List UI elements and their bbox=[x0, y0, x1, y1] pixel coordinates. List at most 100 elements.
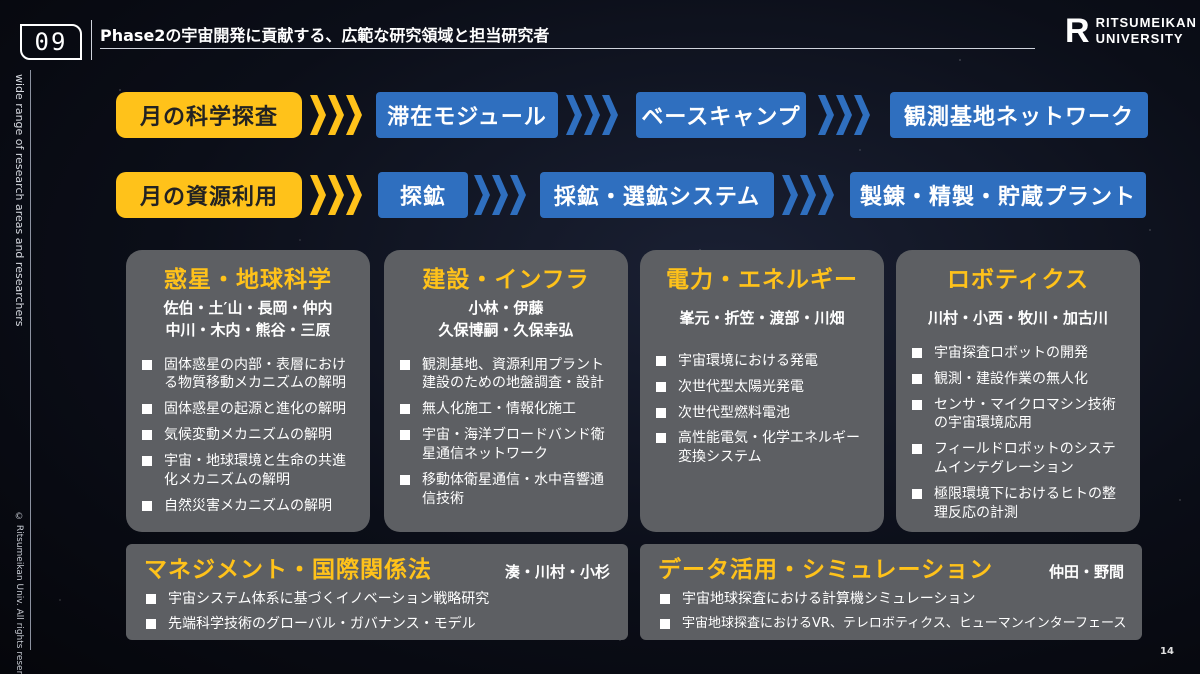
list-item: センサ・マイクロマシン技術の宇宙環境応用 bbox=[910, 396, 1126, 434]
header-rule bbox=[100, 48, 1035, 49]
square-bullet-icon bbox=[146, 594, 156, 604]
list-item: 宇宙システム体系に基づくイノベーション戦略研究 bbox=[144, 590, 610, 609]
card-construction-infrastructure: 建設・インフラ 小林・伊藤 久保博嗣・久保幸弘 観測基地、資源利用プラント建設の… bbox=[384, 250, 628, 532]
square-bullet-icon bbox=[400, 404, 410, 415]
researchers-line: 小林・伊藤 bbox=[468, 299, 544, 317]
researchers-line: 川村・小西・牧川・加古川 bbox=[927, 309, 1108, 327]
researchers-line: 峯元・折笠・渡部・川畑 bbox=[679, 309, 845, 327]
logo-wordmark: RITSUMEIKAN UNIVERSITY bbox=[1096, 15, 1197, 46]
list-item: 宇宙・海洋ブロードバンド衛星通信ネットワーク bbox=[398, 426, 614, 464]
card-planetary-science: 惑星・地球科学 佐伯・土′山・長岡・仲内 中川・木内・熊谷・三原 固体惑星の内部… bbox=[126, 250, 370, 532]
square-bullet-icon bbox=[912, 347, 922, 358]
square-bullet-icon bbox=[142, 500, 152, 511]
sidebar-caption: wide range of research areas and researc… bbox=[13, 74, 26, 327]
list-item: 観測・建設作業の無人化 bbox=[910, 370, 1126, 389]
flow-1-start: 月の科学探査 bbox=[116, 92, 302, 138]
flow-1-step-2: ベースキャンプ bbox=[636, 92, 806, 138]
list-item: 高性能電気・化学エネルギー変換システム bbox=[654, 429, 870, 467]
card-management-law: マネジメント・国際関係法 湊・川村・小杉 宇宙システム体系に基づくイノベーション… bbox=[126, 544, 628, 640]
card-title: 電力・エネルギー bbox=[666, 267, 858, 293]
square-bullet-icon bbox=[912, 444, 922, 455]
square-bullet-icon bbox=[656, 433, 666, 444]
flow-2-step-3: 製錬・精製・貯蔵プラント bbox=[850, 172, 1146, 218]
logo-line-2: UNIVERSITY bbox=[1095, 31, 1184, 46]
research-topic-list: 宇宙探査ロボットの開発 観測・建設作業の無人化 センサ・マイクロマシン技術の宇宙… bbox=[910, 344, 1126, 523]
logo-mark: R bbox=[1065, 12, 1090, 50]
card-researchers: 川村・小西・牧川・加古川 bbox=[910, 308, 1126, 330]
list-item: 自然災害メカニズムの解明 bbox=[140, 497, 356, 516]
square-bullet-icon bbox=[656, 355, 666, 366]
header-divider bbox=[91, 20, 92, 60]
researchers-line: 佐伯・土′山・長岡・仲内 bbox=[163, 299, 333, 317]
copyright-notice: © Ritsumeikan Univ. All rights reserved. bbox=[14, 512, 24, 674]
research-topic-list: 宇宙地球探査における計算機シミュレーション 宇宙地球探査におけるVR、テレロボテ… bbox=[658, 590, 1126, 633]
research-topic-list: 宇宙システム体系に基づくイノベーション戦略研究 先端科学技術のグローバル・ガバナ… bbox=[144, 590, 610, 634]
list-item: フィールドロボットのシステムインテグレーション bbox=[910, 440, 1126, 478]
list-item: 宇宙地球探査における計算機シミュレーション bbox=[658, 590, 1124, 609]
chevron-right-icon bbox=[818, 95, 872, 135]
flow-2-step-2: 採鉱・選鉱システム bbox=[540, 172, 774, 218]
list-item: 固体惑星の内部・表層における物質移動メカニズムの解明 bbox=[140, 356, 356, 394]
square-bullet-icon bbox=[400, 474, 410, 485]
square-bullet-icon bbox=[400, 359, 410, 370]
card-researchers: 仲田・野間 bbox=[1048, 563, 1124, 581]
research-topic-list: 宇宙環境における発電 次世代型太陽光発電 次世代型燃料電池 高性能電気・化学エネ… bbox=[654, 352, 870, 467]
list-item: 観測基地、資源利用プラント建設のための地盤調査・設計 bbox=[398, 356, 614, 394]
card-robotics: ロボティクス 川村・小西・牧川・加古川 宇宙探査ロボットの開発 観測・建設作業の… bbox=[896, 250, 1140, 532]
square-bullet-icon bbox=[400, 430, 410, 441]
chevron-right-icon bbox=[566, 95, 620, 135]
flow-1-step-3: 観測基地ネットワーク bbox=[890, 92, 1148, 138]
list-item: 宇宙地球探査におけるVR、テレロボティクス、ヒューマンインターフェース bbox=[658, 615, 1126, 633]
chevron-right-icon bbox=[474, 175, 528, 215]
page-number: 14 bbox=[1160, 646, 1174, 657]
flow-2-start: 月の資源利用 bbox=[116, 172, 302, 218]
section-number: 09 bbox=[20, 24, 82, 60]
list-item: 無人化施工・情報化施工 bbox=[398, 400, 614, 419]
list-item: 気候変動メカニズムの解明 bbox=[140, 426, 356, 445]
card-researchers: 小林・伊藤 久保博嗣・久保幸弘 bbox=[398, 298, 614, 342]
research-topic-list: 観測基地、資源利用プラント建設のための地盤調査・設計 無人化施工・情報化施工 宇… bbox=[398, 356, 614, 509]
list-item: 次世代型太陽光発電 bbox=[654, 378, 870, 397]
page-title: Phase2の宇宙開発に貢献する、広範な研究領域と担当研究者 bbox=[100, 26, 550, 45]
chevron-right-icon bbox=[310, 175, 364, 215]
list-item: 次世代型燃料電池 bbox=[654, 404, 870, 423]
card-power-energy: 電力・エネルギー 峯元・折笠・渡部・川畑 宇宙環境における発電 次世代型太陽光発… bbox=[640, 250, 884, 532]
logo-line-1: RITSUMEIKAN bbox=[1095, 15, 1197, 31]
square-bullet-icon bbox=[912, 489, 922, 500]
sidebar-rule bbox=[30, 70, 31, 650]
list-item: 固体惑星の起源と進化の解明 bbox=[140, 400, 356, 419]
researchers-line: 中川・木内・熊谷・三原 bbox=[165, 320, 331, 339]
research-topic-list: 固体惑星の内部・表層における物質移動メカニズムの解明 固体惑星の起源と進化の解明… bbox=[140, 356, 356, 516]
list-item: 極限環境下におけるヒトの整理反応の計測 bbox=[910, 485, 1126, 523]
square-bullet-icon bbox=[660, 618, 670, 629]
square-bullet-icon bbox=[142, 404, 152, 415]
square-bullet-icon bbox=[146, 618, 156, 629]
square-bullet-icon bbox=[142, 430, 152, 441]
university-logo: R RITSUMEIKAN UNIVERSITY bbox=[1065, 14, 1197, 48]
flow-2-step-1: 探鉱 bbox=[378, 172, 468, 218]
list-item: 先端科学技術のグローバル・ガバナンス・モデル bbox=[144, 615, 610, 634]
list-item: 移動体衛星通信・水中音響通信技術 bbox=[398, 471, 614, 509]
square-bullet-icon bbox=[912, 399, 922, 410]
square-bullet-icon bbox=[142, 359, 152, 370]
card-title: ロボティクス bbox=[947, 267, 1089, 293]
card-title: マネジメント・国際関係法 bbox=[144, 557, 432, 583]
square-bullet-icon bbox=[656, 381, 666, 392]
card-header: データ活用・シミュレーション 仲田・野間 bbox=[658, 550, 1124, 584]
card-header: マネジメント・国際関係法 湊・川村・小杉 bbox=[144, 550, 610, 584]
square-bullet-icon bbox=[660, 594, 670, 604]
list-item: 宇宙環境における発電 bbox=[654, 352, 870, 371]
list-item: 宇宙探査ロボットの開発 bbox=[910, 344, 1126, 363]
card-researchers: 湊・川村・小杉 bbox=[504, 563, 610, 581]
square-bullet-icon bbox=[142, 456, 152, 467]
researchers-line: 久保博嗣・久保幸弘 bbox=[438, 320, 574, 339]
chevron-right-icon bbox=[782, 175, 836, 215]
card-title: データ活用・シミュレーション bbox=[658, 557, 994, 583]
chevron-right-icon bbox=[310, 95, 364, 135]
card-researchers: 佐伯・土′山・長岡・仲内 中川・木内・熊谷・三原 bbox=[140, 298, 356, 342]
square-bullet-icon bbox=[656, 407, 666, 418]
card-title: 建設・インフラ bbox=[422, 267, 590, 293]
card-data-simulation: データ活用・シミュレーション 仲田・野間 宇宙地球探査における計算機シミュレーシ… bbox=[640, 544, 1142, 640]
square-bullet-icon bbox=[912, 373, 922, 384]
card-title: 惑星・地球科学 bbox=[164, 267, 332, 293]
